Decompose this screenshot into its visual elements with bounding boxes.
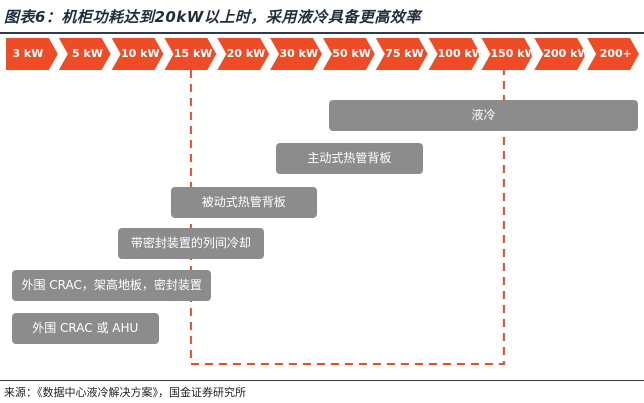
scale-step-label: 10 kW [121,47,160,60]
scale-segment [111,38,164,70]
scale-segment [270,38,322,70]
scale-segment [164,38,217,70]
scale-step-label: 150 kW [490,47,537,60]
scale-segment [6,38,58,70]
scale-step-label: 5 kW [72,47,103,60]
scale-segment [587,38,639,70]
scale-segment [534,38,587,70]
cabinet-power-scale: 3 kW 5 kW 10 kW 15 kW 20 kW 30 kW 50 kW 75 kW 10… [0,38,644,70]
cooling-solution-bar: 带密封装置的列间冷却 [117,228,265,259]
scale-step-label: 20 kW [226,47,266,60]
footer-divider [0,380,644,381]
arrow-segments [6,38,639,70]
scale-step-label: 3 kW [12,47,44,60]
figure-title: 图表6：机柜功耗达到20kW以上时，采用液冷具备更高效率 [4,8,421,26]
scale-step-label: 15 kW [173,47,213,60]
scale-segment [428,38,481,70]
scale-step-label: 75 kW [385,47,424,60]
scale-segment [217,38,270,70]
source-note: 来源：《数据中心液冷解决方案》，国金证券研究所 [4,386,246,399]
cooling-solution-bar: 液冷 [329,100,638,131]
cooling-solution-bar: 外围 CRAC，架高地板，密封装置 [12,270,212,301]
scale-segment [323,38,375,70]
scale-step-label: 30 kW [279,47,319,60]
cooling-solution-bar: 被动式热管背板 [170,187,317,218]
scale-step-label: 200 kW [543,47,590,60]
scale-segment [481,38,534,70]
scale-step-label: 200+ [599,47,632,60]
scale-step-label: 50 kW [332,47,371,60]
title-divider [0,32,644,34]
cooling-solution-bar: 外围 CRAC 或 AHU [12,313,159,344]
cooling-solution-bar: 主动式热管背板 [276,143,423,174]
scale-step-label: 100 kW [437,47,484,60]
scale-segment [375,38,428,70]
scale-segment [58,38,111,70]
